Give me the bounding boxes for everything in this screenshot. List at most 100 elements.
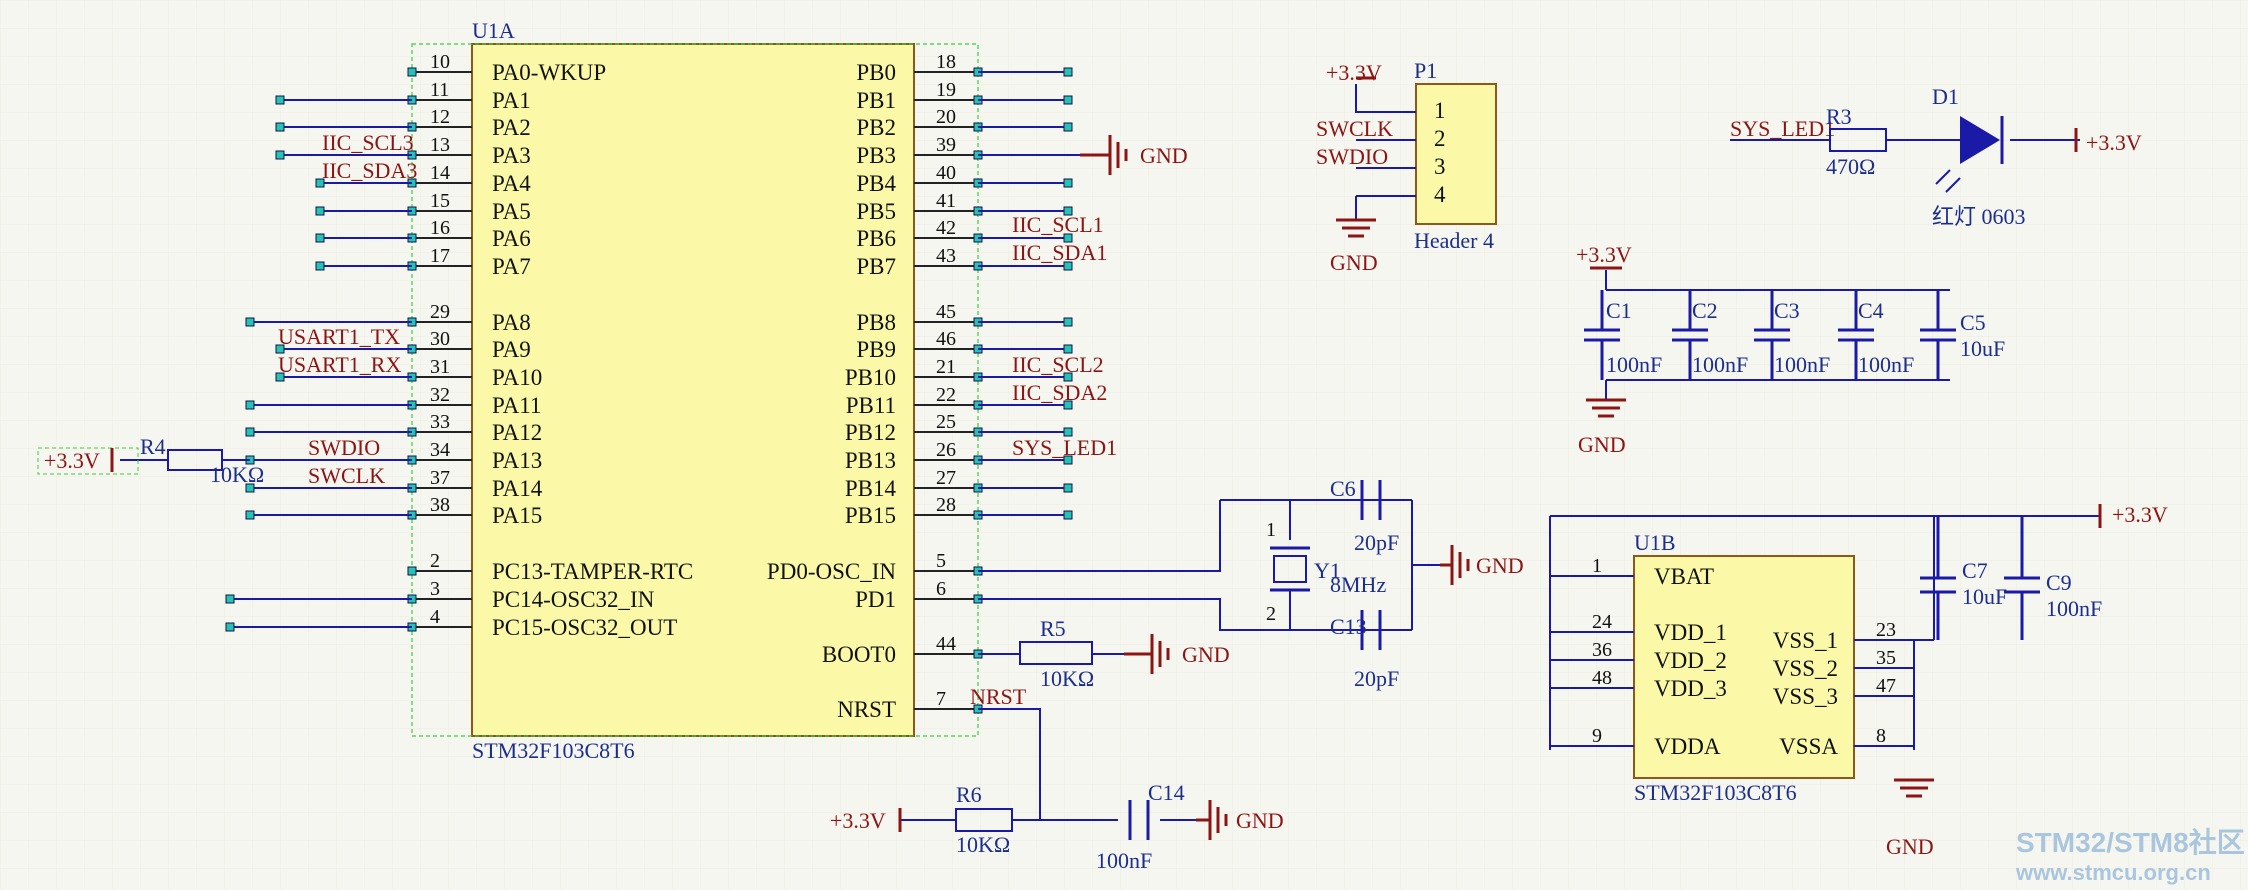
pin-name: PB7 — [856, 254, 896, 279]
pin-name: PA14 — [492, 476, 543, 501]
r4-resistor[interactable]: +3.3V R4 10KΩ — [37, 434, 264, 487]
pin-number: 48 — [1592, 667, 1612, 689]
r5-value: 10KΩ — [1040, 666, 1094, 691]
p1-power-label: +3.3V — [1326, 60, 1382, 85]
p1-designator: P1 — [1414, 58, 1437, 83]
watermark-line1: STM32/STM8社区 — [2016, 827, 2245, 858]
pin-name: PB9 — [856, 337, 896, 362]
c3-value: 100nF — [1774, 352, 1830, 377]
pin-number: 44 — [936, 633, 956, 655]
p1-net-swclk: SWCLK — [1316, 116, 1393, 141]
net-label-swclk-left: SWCLK — [308, 463, 385, 488]
u1b-pin-left[interactable]: 48 VDD_3 — [1550, 667, 1727, 701]
pin-name: PB2 — [856, 115, 896, 140]
pin-number: 17 — [430, 245, 450, 267]
c1-value: 100nF — [1606, 352, 1662, 377]
pin-number: 6 — [936, 578, 946, 600]
pin-name: PB6 — [856, 226, 896, 251]
y1-crystal-network[interactable]: Y1 8MHz 1 2 C6 20pF C13 20pF GND — [1220, 476, 1524, 691]
pin-number: 35 — [1876, 647, 1896, 669]
r4-designator: R4 — [140, 434, 166, 459]
c4-designator: C4 — [1858, 298, 1884, 323]
pin-number: 47 — [1876, 675, 1896, 697]
d1-designator: D1 — [1932, 84, 1959, 109]
net-label-iic-scl2: IIC_SCL2 — [1012, 352, 1104, 377]
pin-number: 28 — [936, 494, 956, 516]
u1b-pin-right[interactable]: 47 VSS_3 — [1773, 675, 1914, 709]
u1a-body[interactable] — [471, 43, 915, 737]
r6-c14-network[interactable]: +3.3V R6 10KΩ C14 100nF GND — [830, 780, 1284, 873]
d1-led-circuit[interactable]: SYS_LED1 R3 470Ω D1 红灯 0603 +3.3V — [1730, 84, 2142, 229]
r5-resistor[interactable]: R5 10KΩ GND — [1019, 616, 1230, 691]
u1b-body[interactable] — [1633, 555, 1855, 779]
pin-number: 10 — [430, 51, 450, 73]
pin-number: 24 — [1592, 611, 1612, 633]
c14-designator: C14 — [1148, 780, 1185, 805]
pin-name: PD1 — [855, 587, 896, 612]
pin-name: PA6 — [492, 226, 531, 251]
caps-gnd-label: GND — [1578, 432, 1626, 457]
d1-value: 红灯 0603 — [1932, 204, 2026, 229]
pin-name: PC13-TAMPER-RTC — [492, 559, 693, 584]
pin-name: PB13 — [845, 448, 896, 473]
led-power-label: +3.3V — [2086, 130, 2142, 155]
pin-number: 42 — [936, 217, 956, 239]
r6-value: 10KΩ — [956, 832, 1010, 857]
pin-name: PB8 — [856, 310, 896, 335]
pin-name: VDD_3 — [1654, 676, 1727, 701]
pin-name: VSS_3 — [1773, 684, 1838, 709]
c7-value: 10uF — [1962, 584, 2007, 609]
pin-name: BOOT0 — [822, 642, 896, 667]
p1-header[interactable]: P1 Header 4 1 2 3 4 +3.3V SWCLK SWDIO GN… — [1316, 58, 1497, 275]
pin-number: 32 — [430, 384, 450, 406]
u1a-pin-right[interactable]: 45 PB8 — [856, 301, 983, 335]
pin-name: VDDA — [1654, 734, 1721, 759]
y1-designator: Y1 — [1314, 558, 1341, 583]
r4-value: 10KΩ — [210, 462, 264, 487]
p1-value: Header 4 — [1414, 228, 1494, 253]
decoupling-caps[interactable]: +3.3V GND C1 100nF C2 100nF C3 100nF C4 … — [1576, 242, 2005, 457]
gnd-pb3: GND — [1080, 135, 1188, 175]
net-label-nrst: NRST — [970, 684, 1027, 709]
pin-name: PB11 — [846, 393, 896, 418]
pin-number: 7 — [936, 688, 946, 710]
pin-name: PA15 — [492, 503, 542, 528]
u1a-pin-right[interactable]: 44 BOOT0 — [822, 633, 983, 667]
pin-number: 45 — [936, 301, 956, 323]
p1-net-swdio: SWDIO — [1316, 144, 1388, 169]
watermark-line2: www.stmcu.org.cn — [2015, 860, 2211, 885]
pin-name: PA7 — [492, 254, 531, 279]
